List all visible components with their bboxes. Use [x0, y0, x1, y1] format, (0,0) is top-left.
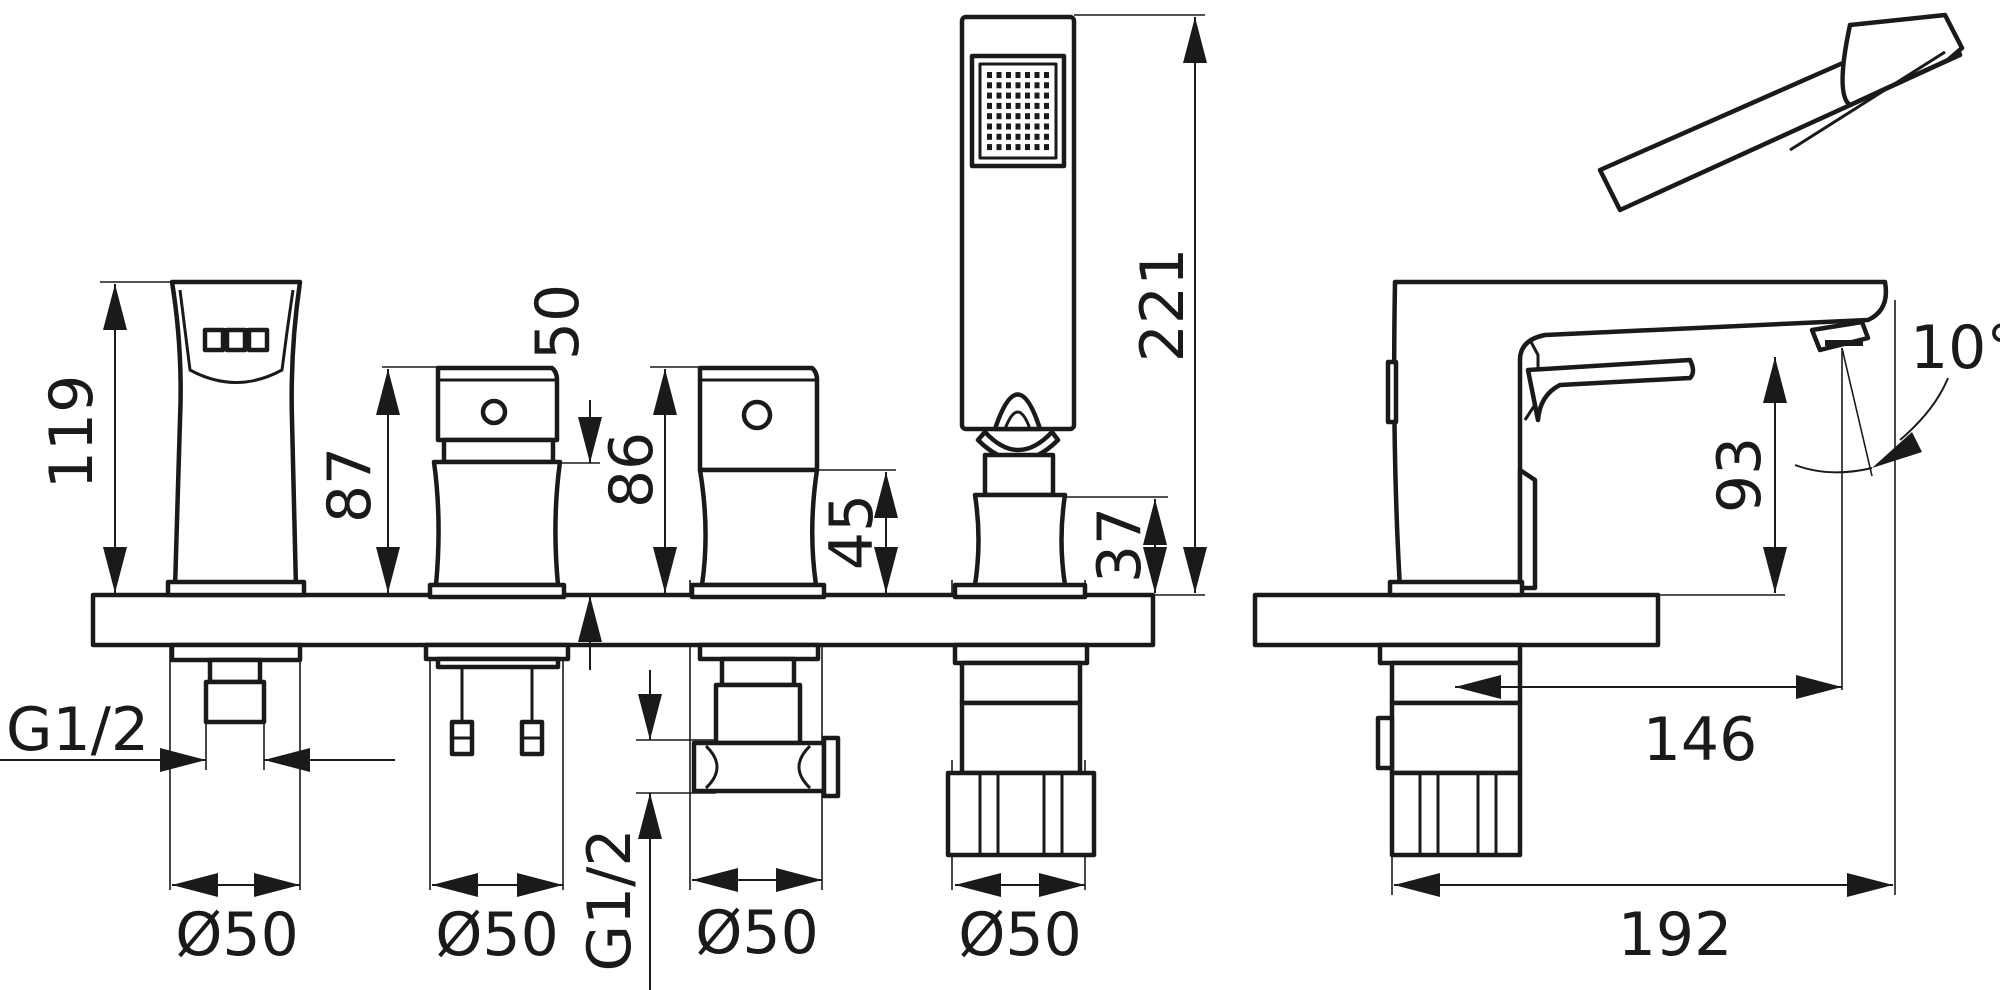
nozzle [1015, 113, 1021, 120]
nozzle [1034, 92, 1040, 99]
dim-side-reach: 146 [1643, 705, 1758, 775]
nozzle [1044, 123, 1049, 130]
dim-spout-height: 119 [37, 375, 107, 490]
nozzle [1015, 123, 1021, 130]
nozzle [1015, 144, 1021, 151]
dim-mixer-height: 87 [315, 447, 385, 523]
nozzle-grid [987, 72, 1049, 151]
dim-dia-4: Ø50 [958, 900, 1082, 970]
nozzle [996, 92, 1002, 99]
nozzle [1034, 102, 1040, 109]
dim-shower-total: 221 [1128, 248, 1198, 363]
nozzle [987, 72, 992, 78]
nozzle [987, 144, 992, 151]
nozzle [1015, 102, 1021, 109]
nozzle [987, 92, 992, 99]
front-dimensions: 119 87 50 86 45 [0, 14, 1207, 990]
nozzle [1025, 72, 1030, 78]
front-view: 119 87 50 86 45 [0, 14, 1207, 990]
nozzle [996, 144, 1002, 151]
nozzle [1015, 82, 1021, 89]
nozzle [1006, 113, 1011, 120]
nozzle [1006, 72, 1011, 78]
nozzle [1025, 144, 1030, 151]
nozzle [1006, 102, 1011, 109]
nozzle [1034, 123, 1040, 130]
nozzle [1044, 144, 1049, 151]
nozzle [1044, 102, 1049, 109]
nozzle [987, 82, 992, 89]
nozzle [1025, 133, 1030, 140]
nozzle [996, 82, 1002, 89]
nozzle [1006, 92, 1011, 99]
dim-thread-center: G1/2 [575, 828, 645, 971]
nozzle [1044, 133, 1049, 140]
nozzle [1006, 123, 1011, 130]
nozzle [996, 72, 1002, 78]
hand-shower [945, 14, 1097, 858]
mixer-valve [423, 365, 571, 757]
dim-dia-1: Ø50 [175, 900, 299, 970]
dim-dia-3: Ø50 [695, 898, 819, 968]
dim-diverter-body: 45 [817, 494, 887, 570]
nozzle [1034, 144, 1040, 151]
diverter-valve [689, 365, 841, 799]
nozzle [1025, 113, 1030, 120]
dim-thread-left: G1/2 [6, 695, 149, 765]
nozzle [996, 113, 1002, 120]
side-deck-plate [1252, 592, 1661, 648]
nozzle [996, 123, 1002, 130]
nozzle [1025, 102, 1030, 109]
nozzle [987, 113, 992, 120]
nozzle [1025, 92, 1030, 99]
nozzle [987, 133, 992, 140]
nozzle [996, 102, 1002, 109]
dim-side-total-depth: 192 [1618, 900, 1733, 970]
deck-plate [90, 592, 1156, 648]
nozzle [1044, 82, 1049, 89]
nozzle [1006, 133, 1011, 140]
nozzle [1034, 133, 1040, 140]
nozzle [1025, 123, 1030, 130]
nozzle [1044, 92, 1049, 99]
nozzle [1034, 82, 1040, 89]
nozzle [1034, 113, 1040, 120]
nozzle [1044, 72, 1049, 78]
nozzle [996, 133, 1002, 140]
dim-shower-holder: 37 [1085, 507, 1155, 583]
dim-dia-2: Ø50 [435, 900, 559, 970]
nozzle [1015, 92, 1021, 99]
dim-side-angle: 10° [1910, 313, 2000, 383]
nozzle [1006, 144, 1011, 151]
nozzle [1015, 72, 1021, 78]
dim-diverter-height: 86 [597, 432, 667, 508]
side-view: 93 10° 146 192 [1252, 12, 2000, 970]
nozzle [987, 123, 992, 130]
side-dimensions: 93 10° 146 192 [1391, 300, 2000, 970]
dim-side-spout-height: 93 [1705, 437, 1775, 513]
nozzle [1034, 72, 1040, 78]
bath-spout [165, 279, 307, 770]
nozzle [1006, 82, 1011, 89]
nozzle [1044, 113, 1049, 120]
nozzle [1015, 133, 1021, 140]
nozzle [1025, 82, 1030, 89]
nozzle [987, 102, 992, 109]
dim-mixer-lever: 50 [523, 284, 593, 360]
